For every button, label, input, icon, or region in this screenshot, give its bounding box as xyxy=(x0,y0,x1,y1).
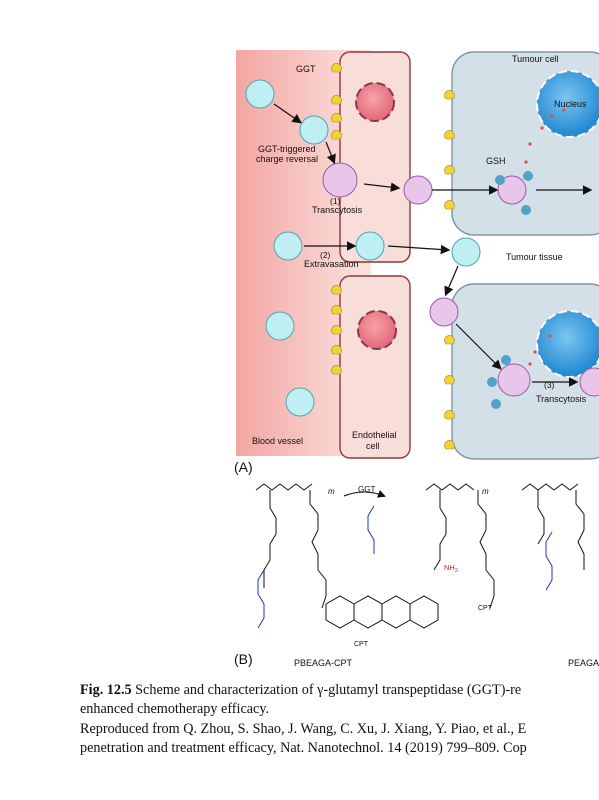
caption-line-2: enhanced chemotherapy efficacy. xyxy=(80,701,270,717)
panel-b-text: GGT m m NH2 CPT CPT PBEAGA-CPT PEAGA (B) xyxy=(234,485,599,668)
label-step2: Extravasation xyxy=(304,259,359,269)
label-step1: Transcytosis xyxy=(312,205,363,215)
label-endothelial-1: Endothelial xyxy=(352,430,397,440)
repeat-m-1: m xyxy=(328,487,335,496)
tumour-nucleus-bottom xyxy=(536,310,599,378)
label-endothelial-2: cell xyxy=(366,441,380,451)
sidechain-3b xyxy=(575,490,585,570)
gsh-molecules xyxy=(487,171,533,409)
endothelial-nucleus-top xyxy=(355,82,395,122)
arrows xyxy=(273,103,593,387)
nanoparticles xyxy=(245,79,599,417)
panel-b xyxy=(255,483,585,629)
cpt-rings xyxy=(325,595,439,629)
compound-name-1: PBEAGA-CPT xyxy=(294,658,353,668)
label-nucleus: Nucleus xyxy=(554,99,587,109)
sidechain-2a xyxy=(433,490,447,571)
label-step3: Transcytosis xyxy=(536,394,587,404)
reference-line-1: Reproduced from Q. Zhou, S. Shao, J. Wan… xyxy=(80,721,527,737)
panel-b-ggt: GGT xyxy=(358,485,375,494)
drug-release-dots xyxy=(524,108,566,366)
label-blood-vessel: Blood vessel xyxy=(252,436,303,446)
label-gsh: GSH xyxy=(486,156,506,166)
panel-a-label: (A) xyxy=(234,459,253,475)
ggt-reaction-arrow xyxy=(343,490,386,498)
reference-note: Reproduced from Q. Zhou, S. Shao, J. Wan… xyxy=(80,720,599,758)
label-ggt-triggered: GGT-triggered xyxy=(258,144,316,154)
label-ggt: GGT xyxy=(296,64,316,74)
label-tumour-cell: Tumour cell xyxy=(512,54,559,64)
label-step3-num: (3) xyxy=(544,380,555,390)
label-step1-num: (1) xyxy=(330,196,341,206)
ggt-receptors-endothelial xyxy=(331,63,342,375)
panel-a: GGT GGT-triggered charge reversal (1) Tr… xyxy=(234,50,599,475)
cpt-label-1: CPT xyxy=(354,641,369,648)
figure-label: Fig. 12.5 xyxy=(80,682,132,698)
label-step2-num: (2) xyxy=(320,250,331,260)
figure-caption: Fig. 12.5 Scheme and characterization of… xyxy=(80,681,599,719)
caption-text-1: Scheme and characterization of γ-glutamy… xyxy=(135,682,522,698)
sidechain-1b xyxy=(309,490,327,609)
amine-label: NH2 xyxy=(444,563,458,574)
backbone-3 xyxy=(521,483,579,491)
tumour-nucleus-top xyxy=(536,70,599,138)
reference-line-2: penetration and treatment efficacy, Nat.… xyxy=(80,740,527,756)
cpt-label-2: CPT xyxy=(478,605,493,612)
panel-b-label: (B) xyxy=(234,651,253,667)
repeat-m-2: m xyxy=(482,487,489,496)
label-tumour-tissue: Tumour tissue xyxy=(506,252,563,262)
sidechain-3a xyxy=(537,490,545,545)
label-charge-reversal: charge reversal xyxy=(256,154,318,164)
sidechain-2b xyxy=(477,490,495,609)
glutamyl-free xyxy=(367,505,375,554)
backbone-1 xyxy=(255,483,313,491)
caption-line-1: Fig. 12.5 Scheme and characterization of… xyxy=(80,681,599,700)
ggt-receptors-tumour xyxy=(444,90,455,450)
endothelial-nucleus-bottom xyxy=(357,310,397,350)
figure-12-5: GGT GGT-triggered charge reversal (1) Tr… xyxy=(230,44,599,674)
backbone-2 xyxy=(425,483,475,491)
figure-svg: GGT GGT-triggered charge reversal (1) Tr… xyxy=(234,50,599,668)
compound-name-2: PEAGA xyxy=(568,658,599,668)
sidechain-1a xyxy=(263,490,277,588)
glutamyl-1 xyxy=(257,569,265,629)
glutamyl-3 xyxy=(545,531,553,591)
